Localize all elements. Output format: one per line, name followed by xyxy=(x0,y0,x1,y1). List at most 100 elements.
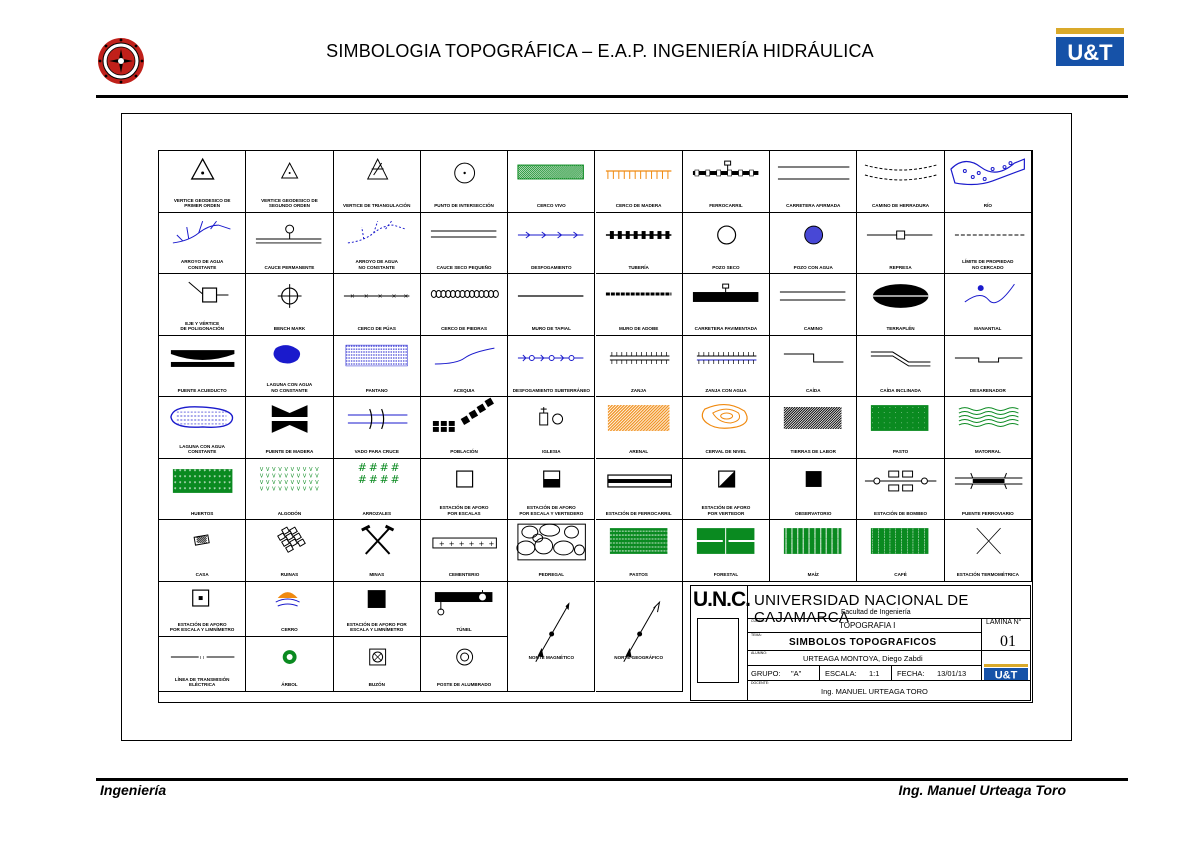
square-diagonal-icon xyxy=(717,469,735,488)
svg-text:·: · xyxy=(907,426,909,432)
stream-icon xyxy=(172,220,231,243)
stone-fence-icon xyxy=(430,290,499,298)
symbol-cell: ACEQUIA xyxy=(420,335,509,397)
symbol-label: TIERRAS DE LABOR xyxy=(790,449,836,454)
svg-text:V: V xyxy=(266,479,270,485)
symbol-cell: ESTACIÓN DE AFORO POR ESCALA Y LIMNÍMETR… xyxy=(159,581,247,637)
svg-text:·: · xyxy=(913,410,915,416)
symbol-cell: DESARENADOR xyxy=(944,335,1032,397)
drawing-subject: SIMBOLOS TOPOGRAFICOS xyxy=(789,637,937,648)
symbol-label: ÁRBOL xyxy=(281,682,298,687)
tb-divider xyxy=(747,680,1030,681)
farmland-icon xyxy=(783,406,842,430)
svg-text:·: · xyxy=(913,415,915,421)
svg-text:*: * xyxy=(189,480,192,486)
svg-text:·: · xyxy=(924,415,926,421)
arrows-line-icon xyxy=(518,231,584,238)
symbol-cell: ARROYO DE AGUA CONSTANTE xyxy=(159,212,247,274)
svg-text:*: * xyxy=(204,475,207,481)
church-icon xyxy=(539,407,564,426)
symbol-cell: CAMINO DE HERRADURA xyxy=(857,151,945,213)
symbol-label: MANANTIAL xyxy=(974,326,1002,331)
svg-text:¦: ¦ xyxy=(918,544,920,550)
svg-text:¦: ¦ xyxy=(872,544,874,550)
svg-text:·: · xyxy=(907,405,909,411)
symbol-cell: OBSERVATORIO xyxy=(770,458,858,520)
svg-text:¦: ¦ xyxy=(918,528,920,534)
svg-text:*: * xyxy=(204,469,207,475)
svg-text:×: × xyxy=(391,293,396,300)
svg-text:V: V xyxy=(272,467,276,473)
svg-text:¦: ¦ xyxy=(924,533,926,539)
house-icon xyxy=(193,534,210,546)
svg-text:·: · xyxy=(890,421,892,427)
svg-text:‖: ‖ xyxy=(831,533,833,539)
svg-text:*: * xyxy=(194,486,197,492)
university-name: UNIVERSIDAD NACIONAL DE CAJAMARCA xyxy=(754,592,969,626)
svg-text:‖: ‖ xyxy=(814,549,816,555)
symbol-cell: TUBERÍA xyxy=(595,212,683,274)
symbol-cell: POBLACIÓN xyxy=(420,397,509,459)
svg-text:V: V xyxy=(297,486,301,492)
svg-text:¦: ¦ xyxy=(924,549,926,555)
svg-text:V: V xyxy=(285,479,289,485)
symbol-cell: NORTE MAGNÉTICO xyxy=(508,581,596,692)
svg-text:·: · xyxy=(872,426,874,432)
barbed-wire-icon: ××××× xyxy=(343,293,409,300)
svg-text:‖: ‖ xyxy=(785,544,787,550)
svg-text:·: · xyxy=(901,415,903,421)
symbol-cell: CERCO VIVO xyxy=(508,151,596,213)
symbol-label: PUENTE FERROVIARIO xyxy=(961,510,1014,516)
svg-text:ı ı: ı ı xyxy=(200,655,204,661)
svg-text:V: V xyxy=(297,479,301,485)
svg-text:*: * xyxy=(174,469,177,475)
symbol-cell: ZANJA xyxy=(595,335,683,397)
svg-text:#: # xyxy=(357,461,366,474)
svg-text:‖: ‖ xyxy=(808,528,810,534)
symbol-label: PUNTO DE INTERSECCIÓN xyxy=(434,203,494,208)
symbol-label: LAGUNA CON AGUA NO CONSTANTE xyxy=(266,382,313,393)
svg-text:¦: ¦ xyxy=(901,549,903,555)
symbol-cell: POSTE DE ALUMBRADO xyxy=(420,636,509,692)
contour-icon xyxy=(701,404,748,429)
svg-text:·: · xyxy=(884,415,886,421)
svg-text:‖: ‖ xyxy=(808,533,810,539)
svg-text:‖: ‖ xyxy=(825,538,827,544)
svg-text:‖: ‖ xyxy=(831,538,833,544)
symbol-label: BUZÓN xyxy=(368,682,385,687)
svg-text:#: # xyxy=(390,461,399,474)
svg-text:¦: ¦ xyxy=(924,538,926,544)
symbol-cell: ¦¦¦¦¦¦¦¦¦¦¦¦¦¦¦¦¦¦¦¦¦¦¦¦¦¦¦¦¦¦¦¦¦¦¦¦¦¦¦¦… xyxy=(857,520,945,582)
mine-icon xyxy=(360,524,394,555)
symbol-cell: ÁRBOL xyxy=(246,636,334,692)
wall-line-icon xyxy=(518,295,584,297)
symbol-cell: BENCH MARK xyxy=(246,274,334,336)
svg-text:*: * xyxy=(209,475,212,481)
header-rule xyxy=(96,95,1128,98)
symbol-cell: MANANTIAL xyxy=(944,274,1032,336)
symbol-label: CEMENTERIO xyxy=(448,572,480,577)
symbol-label: FERROCARRIL xyxy=(709,203,743,208)
square-icon xyxy=(456,469,474,488)
svg-text:V: V xyxy=(272,473,276,479)
svg-text:+: + xyxy=(488,540,494,548)
dashed-line-icon xyxy=(954,234,1025,235)
svg-text:‖: ‖ xyxy=(831,528,833,534)
svg-text:*: * xyxy=(174,475,177,481)
symbol-label: PASTO xyxy=(892,449,909,454)
svg-text:·: · xyxy=(878,410,880,416)
symbol-label: PANTANO xyxy=(365,387,388,393)
symbol-label: ZANJA xyxy=(630,387,647,393)
symbol-label: OBSERVATORIO xyxy=(795,510,832,516)
university-seal-icon xyxy=(98,38,144,84)
symbol-cell: VERTICE GEODESICO DE SEGUNDO ORDEN xyxy=(246,151,334,213)
rocky-icon xyxy=(516,523,587,561)
svg-text:·: · xyxy=(895,426,897,432)
symbol-cell: ZANJA CON AGUA xyxy=(682,335,771,397)
svg-text:*: * xyxy=(214,469,217,475)
symbol-cell: ‖‖‖‖‖‖‖‖‖‖‖‖‖‖‖‖‖‖‖‖‖‖‖‖‖‖‖‖‖‖‖‖‖‖‖‖‖‖‖‖… xyxy=(770,520,858,582)
symbol-cell: DESFOGAMIENTO xyxy=(508,212,596,274)
svg-text:¦: ¦ xyxy=(913,549,915,555)
svg-text:V: V xyxy=(266,467,270,473)
svg-text:¦: ¦ xyxy=(907,533,909,539)
